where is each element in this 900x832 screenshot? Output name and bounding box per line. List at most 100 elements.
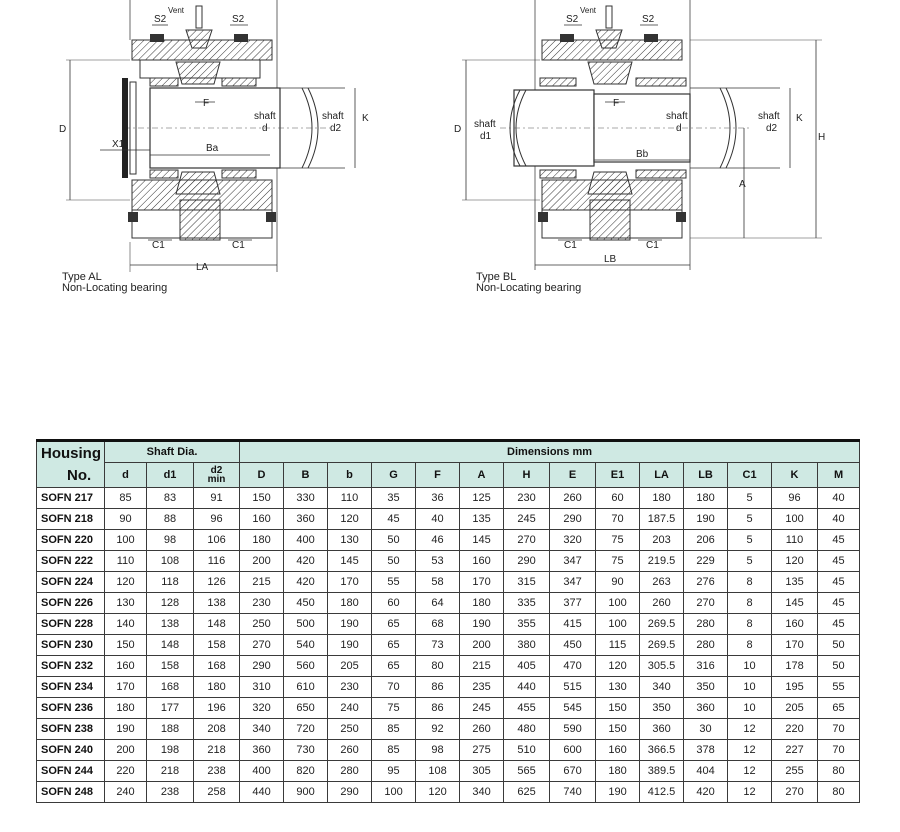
housing-model-cell: SOFN 234 — [36, 676, 105, 698]
value-cell: 305 — [459, 760, 505, 782]
value-cell: 540 — [283, 634, 329, 656]
value-cell: 115 — [595, 634, 641, 656]
value-cell: 200 — [239, 550, 285, 572]
value-cell: 305.5 — [639, 655, 685, 677]
value-cell: 187.5 — [639, 508, 685, 530]
value-cell: 180 — [683, 487, 729, 509]
value-cell: 70 — [371, 676, 417, 698]
column-header: b — [327, 462, 373, 488]
value-cell: 158 — [146, 655, 194, 677]
value-cell: 150 — [595, 697, 641, 719]
label-f: F — [203, 98, 209, 109]
caption-non-locating-al: Non-Locating bearing — [62, 282, 168, 294]
value-cell: 160 — [595, 739, 641, 761]
label-shaft-d2-line1: shaft — [322, 111, 344, 122]
value-cell: 10 — [727, 697, 773, 719]
value-cell: 50 — [371, 550, 417, 572]
value-cell: 96 — [192, 508, 241, 530]
value-cell: 65 — [371, 634, 417, 656]
value-cell: 100 — [595, 613, 641, 635]
value-cell: 360 — [283, 508, 329, 530]
column-header: D — [239, 462, 285, 488]
value-cell: 95 — [371, 760, 417, 782]
value-cell: 340 — [459, 781, 505, 803]
caption-type-al: Type AL — [62, 271, 102, 283]
value-cell: 360 — [683, 697, 729, 719]
value-cell: 80 — [817, 781, 861, 803]
value-cell: 8 — [727, 634, 773, 656]
value-cell: 116 — [192, 550, 241, 572]
value-cell: 45 — [817, 529, 861, 551]
value-cell: 269.5 — [639, 613, 685, 635]
value-cell: 206 — [683, 529, 729, 551]
value-cell: 238 — [146, 781, 194, 803]
value-cell: 330 — [283, 487, 329, 509]
diagram-caption-al: Type AL Non-Locating bearing — [62, 272, 167, 294]
value-cell: 450 — [549, 634, 597, 656]
value-cell: 98 — [146, 529, 194, 551]
label-shaft-d-line1: shaft — [666, 111, 688, 122]
value-cell: 455 — [503, 697, 551, 719]
value-cell: 45 — [817, 613, 861, 635]
value-cell: 120 — [595, 655, 641, 677]
housing-header-line2: No. — [67, 466, 92, 484]
value-cell: 108 — [415, 760, 461, 782]
value-cell: 168 — [146, 676, 194, 698]
label-la: LA — [196, 262, 209, 273]
label-s2-left: S2 — [154, 14, 167, 25]
value-cell: 275 — [459, 739, 505, 761]
value-cell: 203 — [639, 529, 685, 551]
value-cell: 168 — [192, 655, 241, 677]
label-c1-right: C1 — [232, 240, 245, 251]
value-cell: 280 — [327, 760, 373, 782]
value-cell: 230 — [327, 676, 373, 698]
value-cell: 500 — [283, 613, 329, 635]
label-x1: X1 — [112, 139, 125, 150]
value-cell: 412.5 — [639, 781, 685, 803]
value-cell: 260 — [459, 718, 505, 740]
value-cell: 200 — [459, 634, 505, 656]
value-cell: 590 — [549, 718, 597, 740]
value-cell: 70 — [595, 508, 641, 530]
value-cell: 8 — [727, 613, 773, 635]
value-cell: 58 — [415, 571, 461, 593]
value-cell: 70 — [817, 739, 861, 761]
value-cell: 260 — [639, 592, 685, 614]
value-cell: 126 — [192, 571, 241, 593]
housing-model-cell: SOFN 236 — [36, 697, 105, 719]
value-cell: 600 — [549, 739, 597, 761]
value-cell: 160 — [771, 613, 819, 635]
value-cell: 68 — [415, 613, 461, 635]
value-cell: 64 — [415, 592, 461, 614]
label-h: H — [818, 132, 825, 143]
value-cell: 290 — [239, 655, 285, 677]
value-cell: 45 — [817, 550, 861, 572]
value-cell: 55 — [371, 571, 417, 593]
value-cell: 220 — [771, 718, 819, 740]
column-header: C1 — [727, 462, 773, 488]
value-cell: 12 — [727, 739, 773, 761]
caption-type-bl: Type BL — [476, 271, 517, 283]
value-cell: 250 — [239, 613, 285, 635]
label-lb: LB — [604, 254, 617, 265]
label-a: A — [739, 179, 746, 190]
column-header: d1 — [146, 462, 194, 488]
housing-model-cell: SOFN 220 — [36, 529, 105, 551]
value-cell: 218 — [192, 739, 241, 761]
housing-model-cell: SOFN 228 — [36, 613, 105, 635]
value-cell: 610 — [283, 676, 329, 698]
value-cell: 190 — [104, 718, 147, 740]
value-cell: 83 — [146, 487, 194, 509]
value-cell: 86 — [415, 697, 461, 719]
value-cell: 148 — [192, 613, 241, 635]
value-cell: 158 — [192, 634, 241, 656]
value-cell: 128 — [146, 592, 194, 614]
value-cell: 230 — [239, 592, 285, 614]
value-cell: 108 — [146, 550, 194, 572]
